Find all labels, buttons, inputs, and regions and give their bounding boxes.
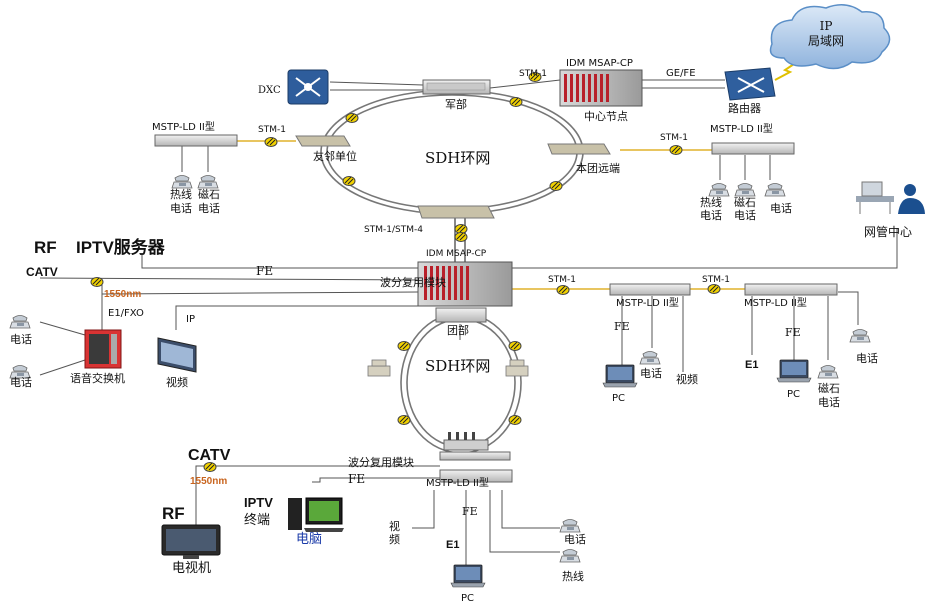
mstp-b-label: MSTP-LD II型 [744,296,807,309]
bottom-left: CATV 1550nm RF 电视机 IPTV 终端 电脑 [161,447,344,576]
voice-switch-label: 语音交换机 [70,371,125,385]
bottom-node: 波分复用模块 MSTP-LD II型 FE [348,432,513,489]
mid-title: IDM MSAP-CP [426,249,487,259]
mstp-a-fe: FE [614,320,630,333]
mstp-a-pc: PC [612,393,625,404]
left-ip: IP [186,314,195,325]
router-device: 路由器 [724,67,776,115]
remote-phone2-l2: 电话 [734,209,756,222]
friendly-stm: STM-1 [258,125,286,135]
mstp-b-phone: 电话 [856,352,878,365]
bottom-video1: 视 [389,519,400,533]
mstp-b-cx2: 电话 [818,396,840,409]
friendly-phone2-l1: 磁石 [198,188,220,201]
remote-phone1-l2: 电话 [700,209,722,222]
left-e1fxo: E1/FXO [108,308,144,319]
bottom-iptv2: 终端 [244,512,270,528]
ring-bottom-label: SDH环网 [425,357,490,375]
bottom-iptv1: IPTV [244,495,273,510]
remote-stm: STM-1 [660,133,688,143]
left-1550: 1550nm [104,289,141,300]
remote-phone3-l1: 电话 [770,202,792,215]
left-cluster: RF IPTV服务器 CATV 1550nm E1/FXO IP 语音交换机 电… [9,237,197,389]
bottom-tv: 电视机 [172,561,211,576]
bottom-fe: FE [348,472,365,486]
stm-link-label: STM-1/STM-4 [364,225,423,235]
friendly-phone1-l2: 电话 [170,202,192,215]
mstp-a-video: 视频 [676,372,698,386]
bottom-branches: 视 频 E1 FE PC 电话 热线 [389,505,586,604]
friendly-phone1-l1: 热线 [170,187,192,201]
hq-node: 军部 [422,79,491,111]
cloud-line2: 局域网 [808,34,844,48]
mstp-a-label: MSTP-LD II型 [616,296,679,309]
voice-switch [84,329,122,369]
left-rf: RF [34,238,57,257]
mstp-b-e1: E1 [745,359,758,371]
friendly-device-label: MSTP-LD II型 [152,120,215,133]
remote-phone1-l1: 热线 [700,195,722,209]
left-video: 视频 [166,375,188,389]
mstp-a-stm: STM-1 [548,275,576,285]
mstp-b-fe: FE [785,326,801,339]
bottom-pc-label: 电脑 [296,532,322,547]
bottom-wdm: 波分复用模块 [348,455,414,469]
center-caption: 中心节点 [584,110,628,123]
bottom-mstp: MSTP-LD II型 [426,476,489,489]
bottom-1550: 1550nm [190,476,227,487]
bottom-hotline: 热线 [562,569,584,583]
mid-tuan-label: 团部 [447,323,469,337]
bottom-pc: PC [461,593,474,604]
bottom-fe2: FE [462,505,478,518]
friendly-unit-label: 友邻单位 [313,149,357,163]
remote-unit-label: 本团远端 [576,161,620,175]
mstp-a: STM-1 MSTP-LD II型 FE PC 电话 视频 [548,275,698,404]
nms-center: 网管中心 [856,181,925,239]
dxc-label: DXC [258,85,281,96]
cloud-line1: IP [820,19,833,33]
bottom-catv: CATV [188,447,231,464]
mstp-a-phone: 电话 [640,367,662,380]
mstp-b-stm: STM-1 [702,275,730,285]
video-monitor [157,337,197,373]
ring-top-label: SDH环网 [425,149,490,167]
computer [288,497,344,532]
center-title: IDM MSAP-CP [566,58,633,69]
ring-buildings [367,359,529,377]
ring-link-node: STM-1/STM-4 [364,205,495,235]
mstp-b-cx1: 磁石 [818,382,840,395]
tv-set [161,524,221,559]
left-phone1: 电话 [10,333,32,346]
ip-lan-cloud: IP 局域网 [769,4,891,70]
left-iptv: IPTV服务器 [76,237,166,257]
remote-phone2-l1: 磁石 [734,196,756,209]
remote-device-label: MSTP-LD II型 [710,122,773,135]
friendly-unit: MSTP-LD II型 STM-1 友邻单位 热线 电话 磁石 电话 [152,120,357,215]
center-node: IDM MSAP-CP 中心节点 STM-1 GE/FE [519,58,696,123]
mid-fe-label: FE [256,264,273,278]
center-stm: STM-1 [519,69,547,79]
bottom-e1: E1 [446,539,459,551]
left-phone2: 电话 [10,376,32,389]
mstp-b: STM-1 MSTP-LD II型 FE E1 PC 磁石 电话 电话 [702,275,878,409]
mstp-b-pc: PC [787,389,800,400]
dxc-device: DXC [258,69,329,105]
regiment-remote: 本团远端 STM-1 MSTP-LD II型 热线 电话 磁石 电话 电话 [547,122,795,222]
mid-node: IDM MSAP-CP 波分复用模块 团部 FE [256,249,513,337]
friendly-phone2-l2: 电话 [198,202,220,215]
bottom-video2: 频 [389,532,400,546]
nms-label: 网管中心 [864,224,912,239]
left-catv: CATV [26,265,58,279]
mid-wdm-label: 波分复用模块 [380,275,446,289]
router-label: 路由器 [728,101,761,115]
bottom-phone: 电话 [564,533,586,546]
bottom-rf: RF [162,504,185,523]
hq-label: 军部 [445,97,467,111]
center-gefe: GE/FE [666,68,696,79]
